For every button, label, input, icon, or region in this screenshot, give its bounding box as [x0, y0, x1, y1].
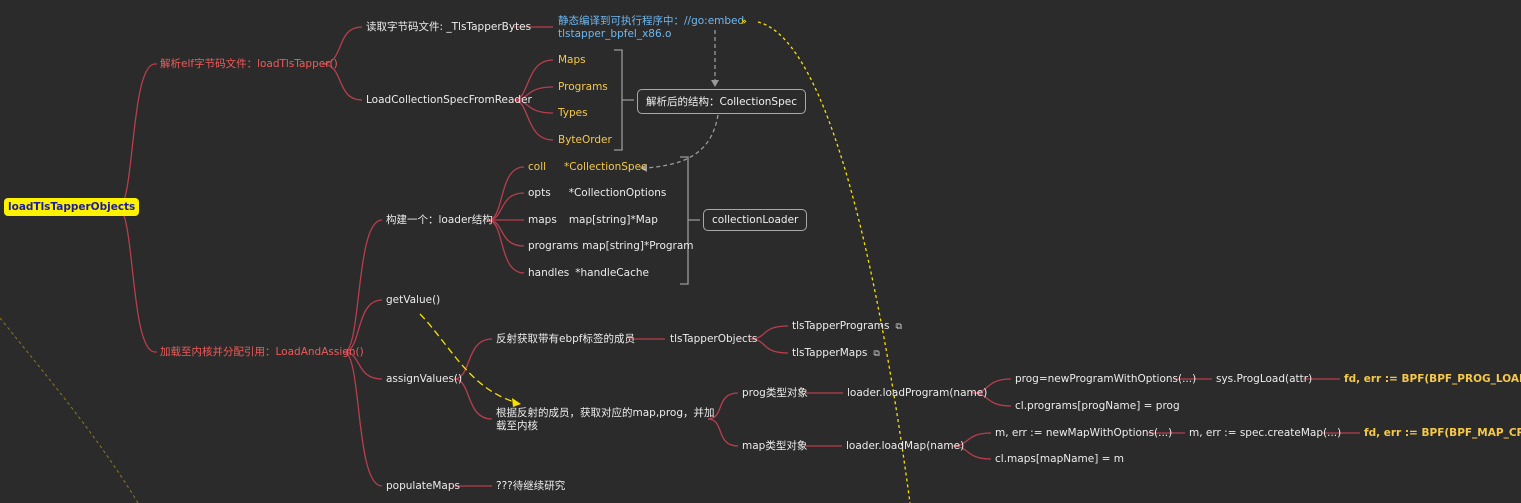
loader-field-coll: coll*CollectionSpec	[528, 161, 647, 173]
node-getvalue[interactable]: getValue()	[386, 294, 441, 306]
node-maps-assign[interactable]: cl.maps[mapName] = m	[995, 453, 1125, 465]
node-new-program[interactable]: prog=newProgramWithOptions(...)	[1015, 373, 1197, 385]
node-embed-line1: 静态编译到可执行程序中：//go:embed	[558, 15, 745, 27]
loader-field-handles: handles*handleCache	[528, 267, 649, 279]
summary-collectionspec[interactable]: 解析后的结构：CollectionSpec	[637, 89, 806, 114]
node-bpf-prog-load[interactable]: fd, err := BPF(BPF_PROG_LOAD,...	[1344, 373, 1521, 385]
node-reflect[interactable]: 反射获取带有ebpf标签的成员	[496, 333, 635, 345]
edge-b2-populate	[343, 351, 383, 487]
branch-load-assign[interactable]: 加载至内核并分配引用：LoadAndAssign()	[160, 346, 364, 358]
link-icon[interactable]: ⧉	[873, 349, 880, 359]
node-reflect-load-line1[interactable]: 根据反射的成员，获取对应的map,prog，并加	[496, 407, 715, 419]
root-node[interactable]: loadTlsTapperObjects	[4, 198, 140, 216]
yellow-dashed-getvalue	[419, 313, 519, 404]
node-assignvalues[interactable]: assignValues()	[386, 373, 463, 385]
node-load-program[interactable]: loader.loadProgram(name)	[847, 387, 988, 399]
olive-dashed-left	[0, 317, 139, 503]
link-icon[interactable]: ⧉	[895, 322, 902, 332]
node-populatemaps[interactable]: populateMaps	[386, 480, 460, 492]
bracket-loader	[680, 156, 700, 285]
node-load-spec[interactable]: LoadCollectionSpecFromReader	[366, 94, 532, 106]
spec-field-maps: Maps	[558, 54, 586, 66]
node-tls-objects[interactable]: tlsTapperObjects	[670, 333, 758, 345]
node-prog-type[interactable]: prog类型对象	[742, 387, 808, 399]
node-embed-line2: tlstapper_bpfel_x86.o	[558, 28, 672, 40]
node-build-loader[interactable]: 构建一个：loader结构	[386, 214, 493, 226]
node-map-type[interactable]: map类型对象	[742, 440, 808, 452]
fold-arrows-icon[interactable]: »	[741, 17, 747, 27]
node-load-map[interactable]: loader.loadMap(name)	[846, 440, 965, 452]
node-new-map[interactable]: m, err := newMapWithOptions(...)	[995, 427, 1173, 439]
edge-b2-build	[343, 219, 383, 353]
edge-b2-assign	[343, 351, 383, 380]
edge-root-branch2	[117, 207, 156, 353]
node-reflect-load-line2[interactable]: 载至内核	[496, 420, 538, 432]
edge-b2-getvalue	[343, 299, 383, 353]
spec-field-programs: Programs	[558, 81, 608, 93]
spec-field-types: Types	[558, 107, 588, 119]
node-tls-programs[interactable]: tlsTapperPrograms⧉	[792, 320, 902, 332]
dashed-spec-to-coll	[644, 114, 719, 169]
edge-root-branch1	[117, 63, 156, 209]
spec-field-byteorder: ByteOrder	[558, 134, 612, 146]
summary-collectionloader[interactable]: collectionLoader	[703, 209, 808, 231]
node-programs-assign[interactable]: cl.programs[progName] = prog	[1015, 400, 1180, 412]
yellow-dashed-long	[757, 21, 911, 503]
edge-b1-spec	[321, 63, 363, 101]
node-todo[interactable]: ???待继续研究	[496, 480, 566, 492]
node-sys-progload[interactable]: sys.ProgLoad(attr)	[1216, 373, 1313, 385]
branch-parse-elf[interactable]: 解析elf字节码文件：loadTlsTapper()	[160, 58, 338, 70]
bracket-spec	[614, 49, 634, 151]
node-bpf-map-create[interactable]: fd, err := BPF(BPF_MAP_CREATE,	[1364, 427, 1521, 439]
edge-b1-read	[321, 26, 363, 65]
node-read-bytes[interactable]: 读取字节码文件: _TlsTapperBytes	[366, 21, 532, 33]
node-tls-maps[interactable]: tlsTapperMaps⧉	[792, 347, 880, 359]
loader-field-opts: opts*CollectionOptions	[528, 187, 667, 199]
node-create-map[interactable]: m, err := spec.createMap(...)	[1189, 427, 1342, 439]
